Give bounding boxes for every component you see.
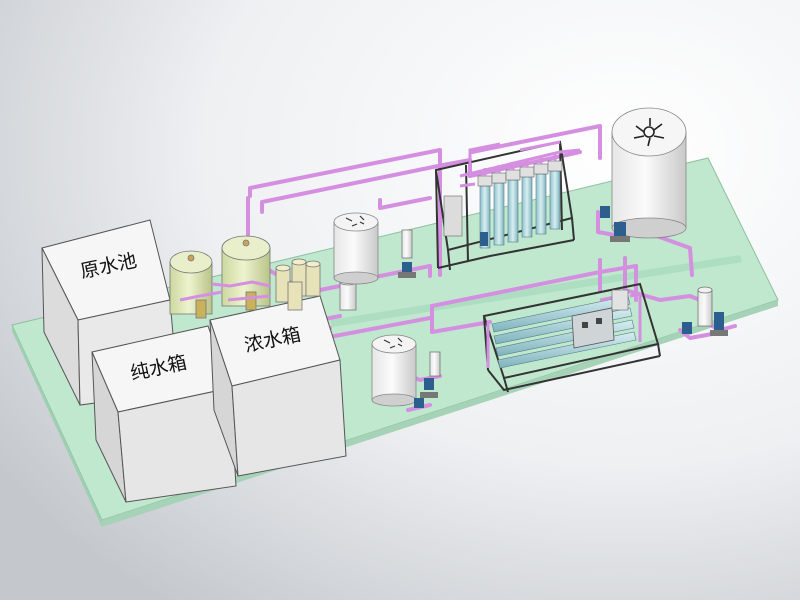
concentrate-tank: 浓水箱: [209, 295, 347, 477]
dosing-pump-lower: [420, 351, 441, 398]
reverse-osmosis-rack: [482, 282, 661, 393]
ultrafiltration-rack: [434, 140, 581, 271]
dosing-tank-upper: [333, 212, 379, 285]
security-filter-right: [697, 286, 713, 327]
pretreatment-filters: [169, 235, 321, 319]
transfer-pump-right: [610, 222, 630, 242]
high-pressure-pump: [682, 312, 728, 336]
dosing-tank-lower: [371, 334, 417, 407]
pure-water-tank: 纯水箱: [91, 325, 237, 503]
booster-pump-center: [414, 206, 610, 408]
large-storage-tank: [611, 107, 687, 239]
dosing-pump-upper: [398, 229, 416, 278]
filter-pipework: [179, 280, 271, 302]
